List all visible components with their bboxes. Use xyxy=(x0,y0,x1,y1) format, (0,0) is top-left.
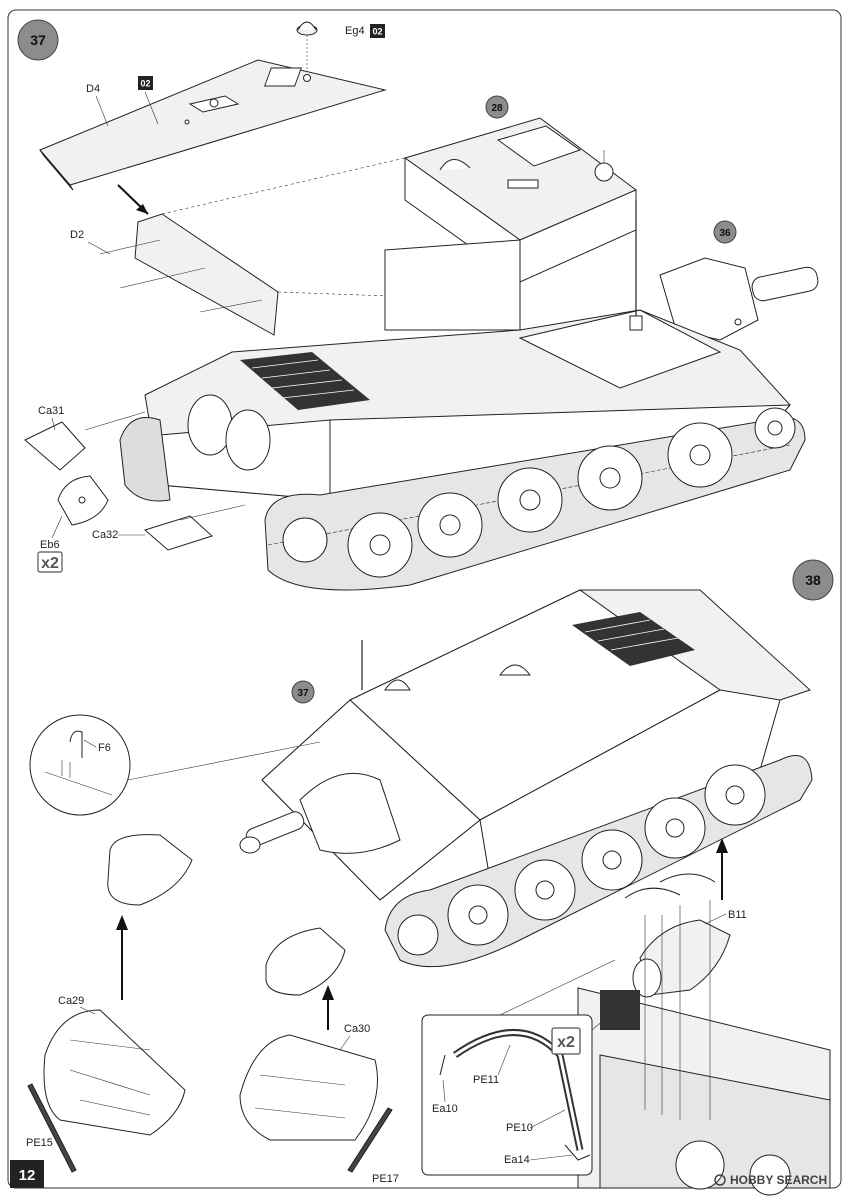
part-eg4-cap-icon xyxy=(296,21,318,36)
part-ca31 xyxy=(24,421,86,471)
part-d4-deck-plate xyxy=(39,59,387,191)
part-pe15 xyxy=(27,1083,77,1173)
track-step-37 xyxy=(119,407,806,591)
ea10-leader xyxy=(442,1079,446,1103)
label-ca30: Ca30 xyxy=(344,1023,370,1035)
label-pe11: PE11 xyxy=(473,1074,499,1086)
label-f6: F6 xyxy=(98,742,111,754)
qty-box-37 xyxy=(37,551,63,573)
ref-37-badge xyxy=(291,680,315,704)
part-eb6 xyxy=(57,475,109,526)
ref-37-text: 37 xyxy=(297,688,309,699)
ref-36-text: 36 xyxy=(719,228,731,239)
step-38-number: 38 xyxy=(805,572,821,588)
detail-circle-f6 xyxy=(29,714,131,816)
road-wheels-38 xyxy=(397,764,766,956)
sprue-tag-02-top xyxy=(370,24,385,38)
front-fender-assembled xyxy=(107,834,193,906)
f6-leader xyxy=(83,739,97,748)
label-ca29: Ca29 xyxy=(58,995,84,1007)
rear-hull-view xyxy=(577,900,831,1196)
label-pe17: PE17 xyxy=(372,1173,399,1185)
pe11-leader xyxy=(497,1044,511,1076)
label-pe10: PE10 xyxy=(506,1122,533,1134)
page-number: 12 xyxy=(19,1167,36,1184)
label-b11: B11 xyxy=(728,909,747,921)
sprue-tag-02-top-text: 02 xyxy=(372,27,382,37)
d2-leader xyxy=(87,241,111,255)
qty-box-38 xyxy=(551,1027,581,1055)
ca29-leader xyxy=(79,1006,96,1015)
rear-fender-assembled xyxy=(265,927,346,996)
ca31-guide xyxy=(84,411,146,431)
label-d2: D2 xyxy=(70,229,84,241)
part-ca29 xyxy=(43,1009,186,1136)
label-eg4: Eg4 xyxy=(345,25,365,37)
watermark-logo-icon xyxy=(714,1174,726,1186)
hull-step-38 xyxy=(239,589,811,901)
label-ca31: Ca31 xyxy=(38,405,64,417)
ref-28-badge xyxy=(485,95,509,119)
sprue-tag-02-deck xyxy=(138,76,153,90)
part-ca32 xyxy=(143,515,213,551)
d4-leader xyxy=(95,95,109,127)
label-ea14: Ea14 xyxy=(504,1154,530,1166)
step-38-badge xyxy=(792,559,834,601)
part-b11-drum xyxy=(624,873,731,998)
ca30-leader xyxy=(339,1035,351,1051)
step-37-number: 37 xyxy=(30,32,46,48)
part-pe17 xyxy=(347,1107,393,1173)
road-wheels-37 xyxy=(282,407,796,578)
b11-leader xyxy=(704,913,727,925)
track-step-38 xyxy=(384,755,813,968)
sprue-02-leader xyxy=(144,91,159,125)
page-number-box xyxy=(10,1160,44,1188)
d2-guide-2 xyxy=(277,291,501,301)
sprue-tag-02-deck-text: 02 xyxy=(140,79,150,89)
pe10-leader xyxy=(529,1109,566,1129)
gun-housing-36 xyxy=(659,257,819,341)
page-border xyxy=(7,9,842,1189)
watermark: HOBBY SEARCH xyxy=(714,1173,827,1187)
label-d4: D4 xyxy=(86,83,100,95)
engine-grille xyxy=(240,352,370,410)
ca31-leader xyxy=(51,417,56,431)
label-ca32: Ca32 xyxy=(92,529,118,541)
part-d2-side-plate xyxy=(99,213,279,336)
detail-leader xyxy=(127,741,321,781)
d2-guide-1 xyxy=(161,157,406,215)
qty-x2-37: x2 xyxy=(41,555,59,572)
step-38: 38 37 xyxy=(26,559,834,1196)
inset-box-pe xyxy=(421,959,641,1176)
watermark-text: HOBBY SEARCH xyxy=(730,1173,827,1187)
qty-x2-38: x2 xyxy=(557,1034,575,1051)
ca32-guide xyxy=(179,504,246,521)
step-37: 37 Eg4 02 D4 02 xyxy=(17,19,819,591)
ref-28-text: 28 xyxy=(491,103,503,114)
step-37-badge xyxy=(17,19,59,61)
label-eb6: Eb6 xyxy=(40,539,60,551)
part-ca30 xyxy=(239,1034,378,1141)
ea14-leader xyxy=(529,1154,573,1161)
label-ea10: Ea10 xyxy=(432,1103,458,1115)
ref-36-badge xyxy=(713,220,737,244)
label-pe15: PE15 xyxy=(26,1137,53,1149)
engine-grille-38 xyxy=(572,612,695,666)
eb6-leader xyxy=(51,515,63,539)
